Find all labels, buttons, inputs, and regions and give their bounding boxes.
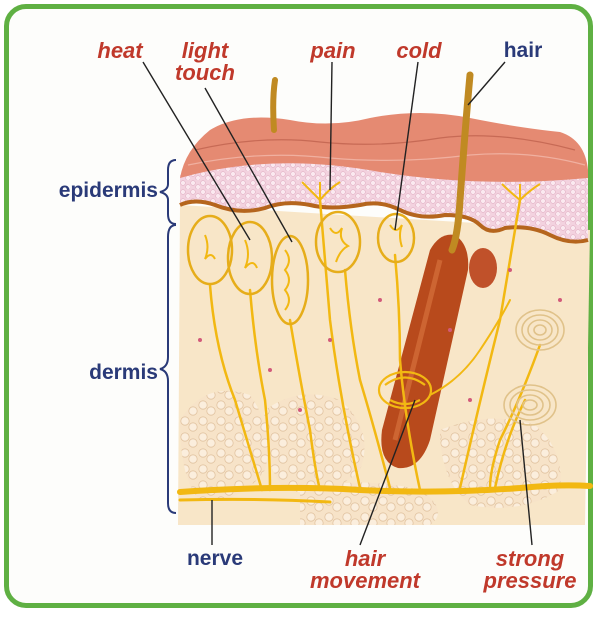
- curly-brace-icon: [160, 225, 176, 513]
- gland: [469, 248, 497, 288]
- label-pain: pain: [300, 40, 366, 62]
- label-epidermis: epidermis: [18, 180, 158, 202]
- label-strong-pressure: strong pressure: [470, 548, 590, 592]
- hair-shaft-left: [273, 80, 275, 130]
- label-nerve: nerve: [175, 548, 255, 570]
- label-dermis: dermis: [18, 362, 158, 384]
- label-cold: cold: [386, 40, 452, 62]
- label-hair-movement: hair movement: [300, 548, 430, 592]
- label-heat: heat: [85, 40, 155, 62]
- label-hair: hair: [495, 40, 551, 62]
- curly-brace-icon: [160, 160, 176, 224]
- label-light-touch: light touch: [160, 40, 250, 84]
